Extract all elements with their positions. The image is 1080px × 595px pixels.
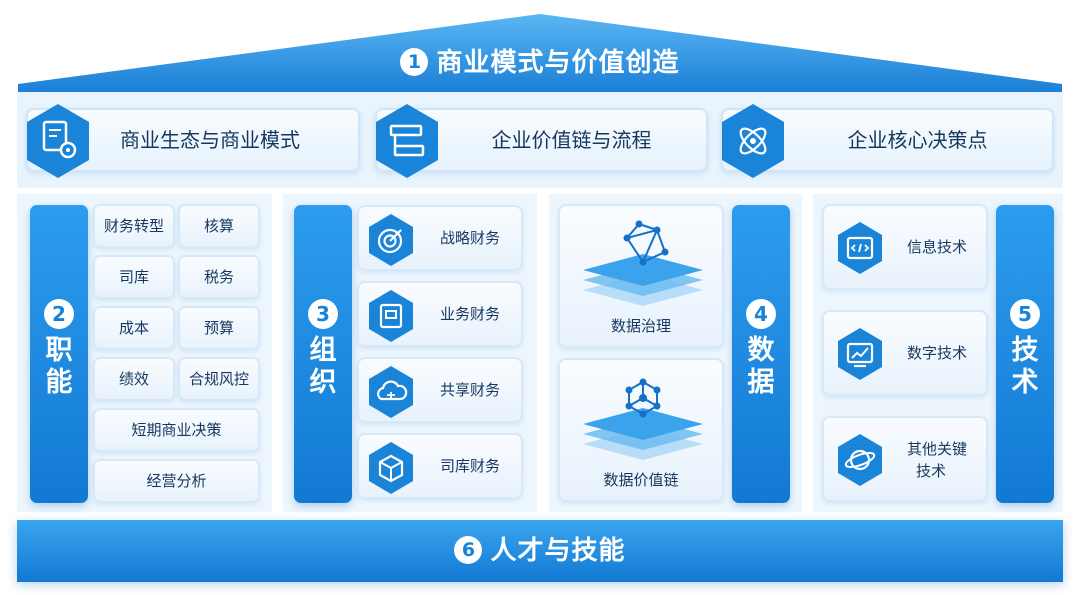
functions-number: 2	[44, 299, 74, 329]
organization-bar: 3 组织	[294, 205, 352, 503]
atom-icon	[722, 104, 784, 178]
org-card-treasury-finance: 司库财务	[357, 433, 523, 499]
functions-title: 职能	[45, 335, 73, 398]
data-card-value-chain: 数据价值链	[558, 358, 724, 502]
top-card-label: 商业生态与商业模式	[120, 128, 300, 152]
org-card-label: 司库财务	[439, 457, 500, 475]
function-chip: 司库	[93, 255, 175, 299]
org-card-shared-finance: 共享财务	[357, 357, 523, 423]
target-icon	[369, 214, 413, 266]
function-chip: 预算	[178, 306, 260, 350]
top-card-value-chain: 企业价值链与流程	[375, 104, 708, 178]
org-card-strategic-finance: 战略财务	[357, 205, 523, 271]
tech-card-label: 数字技术	[906, 344, 967, 362]
org-card-label: 共享财务	[439, 381, 500, 399]
tech-card-label-line2: 技术	[916, 462, 947, 480]
tech-card-label: 信息技术	[906, 238, 967, 256]
org-card-label: 业务财务	[439, 305, 500, 323]
function-chip: 税务	[178, 255, 260, 299]
data-card-governance: 数据治理	[558, 204, 724, 348]
function-chip: 核算	[178, 204, 260, 248]
roof-number: 1	[400, 48, 429, 76]
document-icon	[369, 290, 413, 342]
roof-title-text: 商业模式与价值创造	[436, 48, 680, 78]
functions-bar: 2 职能	[30, 205, 88, 503]
tech-card-digital: 数字技术	[822, 310, 988, 396]
tech-card-label: 其他关键 技术	[894, 438, 980, 482]
molecule-layers-icon	[583, 378, 703, 460]
top-card-decision-points: 企业核心决策点	[721, 104, 1054, 178]
flow-icon	[376, 104, 438, 178]
function-chip: 经营分析	[93, 459, 260, 503]
organization-title: 组织	[309, 335, 337, 398]
receipt-gear-icon	[27, 104, 89, 178]
chart-monitor-icon	[838, 328, 882, 380]
org-card-business-finance: 业务财务	[357, 281, 523, 347]
data-card-label: 数据治理	[610, 317, 671, 335]
data-card-label: 数据价值链	[603, 471, 679, 489]
tech-card-information: 信息技术	[822, 204, 988, 290]
tech-card-other-key: 其他关键 技术	[822, 416, 988, 502]
function-chip: 合规风控	[178, 357, 260, 401]
data-number: 4	[746, 299, 776, 329]
org-card-label: 战略财务	[439, 229, 500, 247]
box-icon	[369, 442, 413, 494]
function-chip: 财务转型	[93, 204, 175, 248]
foundation-number: 6	[454, 536, 483, 564]
roof-shape	[18, 14, 1062, 92]
function-chip: 成本	[93, 306, 175, 350]
foundation-title: 人才与技能	[490, 536, 626, 566]
network-layers-icon	[583, 220, 703, 306]
function-chip: 短期商业决策	[93, 408, 260, 452]
data-title: 数据	[747, 335, 775, 398]
technology-bar: 5 技术	[996, 205, 1054, 503]
top-card-business-ecosystem: 商业生态与商业模式	[26, 104, 360, 178]
top-card-label: 企业价值链与流程	[491, 128, 652, 152]
tech-card-label-line1: 其他关键	[906, 440, 967, 458]
function-chip: 绩效	[93, 357, 175, 401]
planet-icon	[838, 434, 882, 486]
technology-number: 5	[1010, 299, 1040, 329]
organization-number: 3	[308, 299, 338, 329]
top-card-label: 企业核心决策点	[847, 128, 988, 152]
cloud-icon	[369, 366, 413, 418]
technology-title: 技术	[1011, 335, 1039, 398]
data-bar: 4 数据	[732, 205, 790, 503]
code-window-icon	[838, 222, 882, 274]
